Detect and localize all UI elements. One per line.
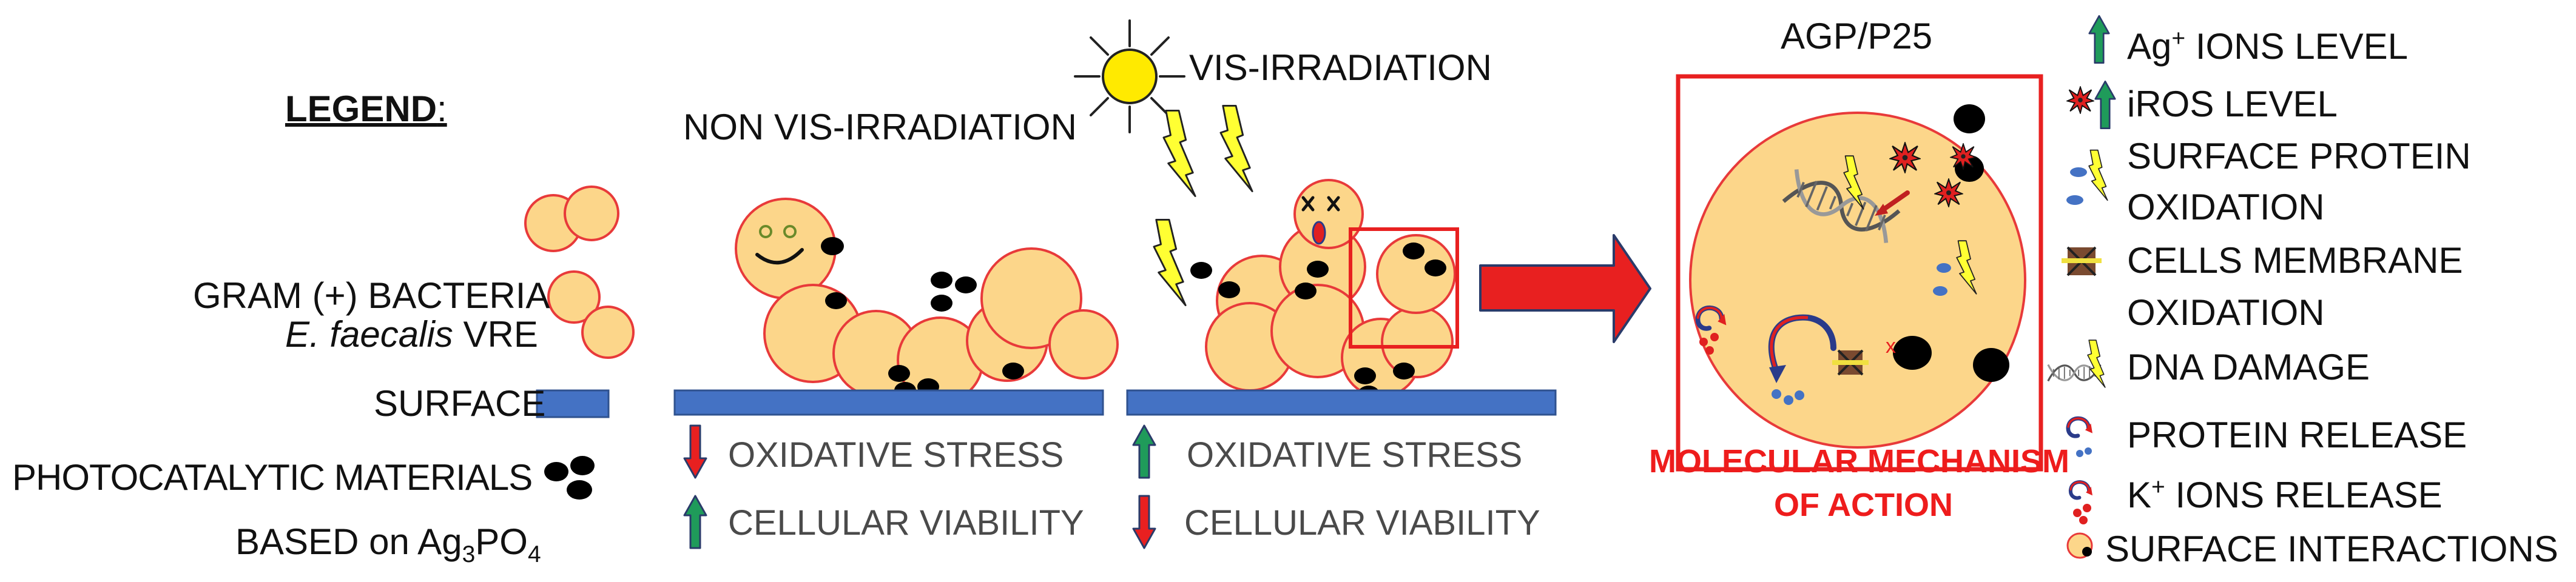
surface-protein-icon <box>2066 167 2087 205</box>
formula-prefix: BASED on Ag <box>235 521 462 562</box>
legend-cell <box>564 186 619 241</box>
k-ions-key-dots <box>2073 504 2091 524</box>
lightning-icon <box>2088 149 2108 201</box>
key-surface-protein-2: OXIDATION <box>2127 187 2325 227</box>
zoom-arrow <box>1479 234 1651 343</box>
legend-surface-swatch <box>536 389 610 418</box>
protein-release-key-beads <box>2076 447 2092 457</box>
legend-surface-label: SURFACE <box>374 383 546 424</box>
burst-icon <box>1950 143 1977 170</box>
vis-title: VIS-IRRADIATION <box>1189 47 1492 88</box>
vis-effect-2: CELLULAR VIABILITY <box>1184 503 1540 543</box>
non-vis-title: NON VIS-IRRADIATION <box>683 107 1077 147</box>
ag-ion-up-arrow <box>2088 15 2110 64</box>
legend-title-colon: : <box>437 89 447 129</box>
key-surface-interactions: SURFACE INTERACTIONS <box>2105 529 2558 569</box>
release-arrowhead <box>1769 365 1786 383</box>
non-vis-effect-1: OXIDATIVE STRESS <box>728 435 1064 475</box>
non-vis-viability-up-arrow <box>683 495 707 549</box>
protein-release-beads <box>1772 389 1804 405</box>
agp-particles <box>1893 104 2009 382</box>
key-dna-damage: DNA DAMAGE <box>2127 347 2370 387</box>
surface-protein <box>1933 286 1947 296</box>
surface-interaction-icon <box>2066 532 2093 559</box>
non-vis-oxidative-down-arrow <box>683 424 707 479</box>
legend-materials-formula: BASED on Ag3PO4 <box>235 521 541 567</box>
lightning-icon <box>2087 340 2106 388</box>
cross-mark: x <box>1886 335 1896 358</box>
k-ions-release-icon <box>2071 482 2092 498</box>
legend-cell <box>547 270 601 324</box>
key-ag-suffix: IONS LEVEL <box>2185 26 2408 67</box>
vis-effect-1: OXIDATIVE STRESS <box>1187 435 1523 475</box>
non-vis-bacteria <box>735 198 1119 404</box>
vis-oxidative-up-arrow <box>1132 424 1156 479</box>
legend-cell <box>581 306 635 359</box>
lightning-icon <box>1162 109 1196 198</box>
protein-release-key-icon <box>2068 418 2092 436</box>
key-surface-protein-1: SURFACE PROTEIN <box>2127 136 2471 176</box>
oxidation-arrowhead <box>1875 204 1888 216</box>
key-membrane-2: OXIDATION <box>2127 292 2325 333</box>
non-vis-effect-2: CELLULAR VIABILITY <box>728 503 1084 543</box>
formula-sub-3: 3 <box>462 541 476 567</box>
formula-po: PO <box>475 521 528 562</box>
agp-title: AGP/P25 <box>1781 16 1933 56</box>
formula-sub-4: 4 <box>527 541 541 567</box>
mechanism-line-1: MOLECULAR MECHANISM <box>1649 443 2069 480</box>
iros-up-arrow <box>2094 80 2116 130</box>
k-ions <box>1699 333 1719 355</box>
burst-icon <box>1889 142 1921 173</box>
dead-face <box>1301 196 1340 245</box>
iros-burst-icon <box>2066 86 2094 114</box>
legend-bacteria-strain: VRE <box>453 314 538 355</box>
vis-viability-down-arrow <box>1132 495 1156 549</box>
burst-icon <box>1934 178 1963 207</box>
zoom-box <box>1349 227 1459 349</box>
key-iros: iROS LEVEL <box>2127 84 2338 124</box>
smiley-face <box>755 225 804 265</box>
cell-membrane-icon <box>2062 246 2102 276</box>
legend-particles <box>544 456 595 500</box>
legend-bacteria-label: GRAM (+) BACTERIA <box>193 275 550 316</box>
key-k-suffix: IONS RELEASE <box>2165 475 2443 515</box>
legend-bacteria-species-line: E. faecalis VRE <box>285 316 538 353</box>
non-vis-surface <box>673 389 1104 416</box>
legend-bacteria-cluster <box>524 186 635 359</box>
membrane-damage-icon <box>1832 349 1869 376</box>
key-k-prefix: K <box>2127 475 2152 515</box>
key-ag-sup: + <box>2171 25 2186 52</box>
mechanism-line-2: OF ACTION <box>1774 487 1953 523</box>
lightning-icon <box>1153 218 1187 307</box>
lightning-icon <box>1219 104 1253 193</box>
key-protein-release: PROTEIN RELEASE <box>2127 415 2467 455</box>
vis-surface <box>1126 389 1557 416</box>
key-ag-prefix: Ag <box>2127 26 2172 67</box>
legend-title-text: LEGEND <box>285 89 437 129</box>
release-arrow-inner <box>1770 316 1809 372</box>
key-k-ions: K+ IONS RELEASE <box>2127 475 2443 513</box>
vis-bacteria <box>1205 179 1456 398</box>
surface-protein <box>1937 263 1951 273</box>
legend-materials-label: PHOTOCATALYTIC MATERIALS <box>12 457 533 498</box>
legend-title: LEGEND: <box>285 91 447 127</box>
key-ag-ions: Ag+ IONS LEVEL <box>2127 27 2408 65</box>
key-k-sup: + <box>2151 474 2165 500</box>
legend-bacteria-species: E. faecalis <box>285 314 453 355</box>
key-membrane-1: CELLS MEMBRANE <box>2127 240 2463 281</box>
